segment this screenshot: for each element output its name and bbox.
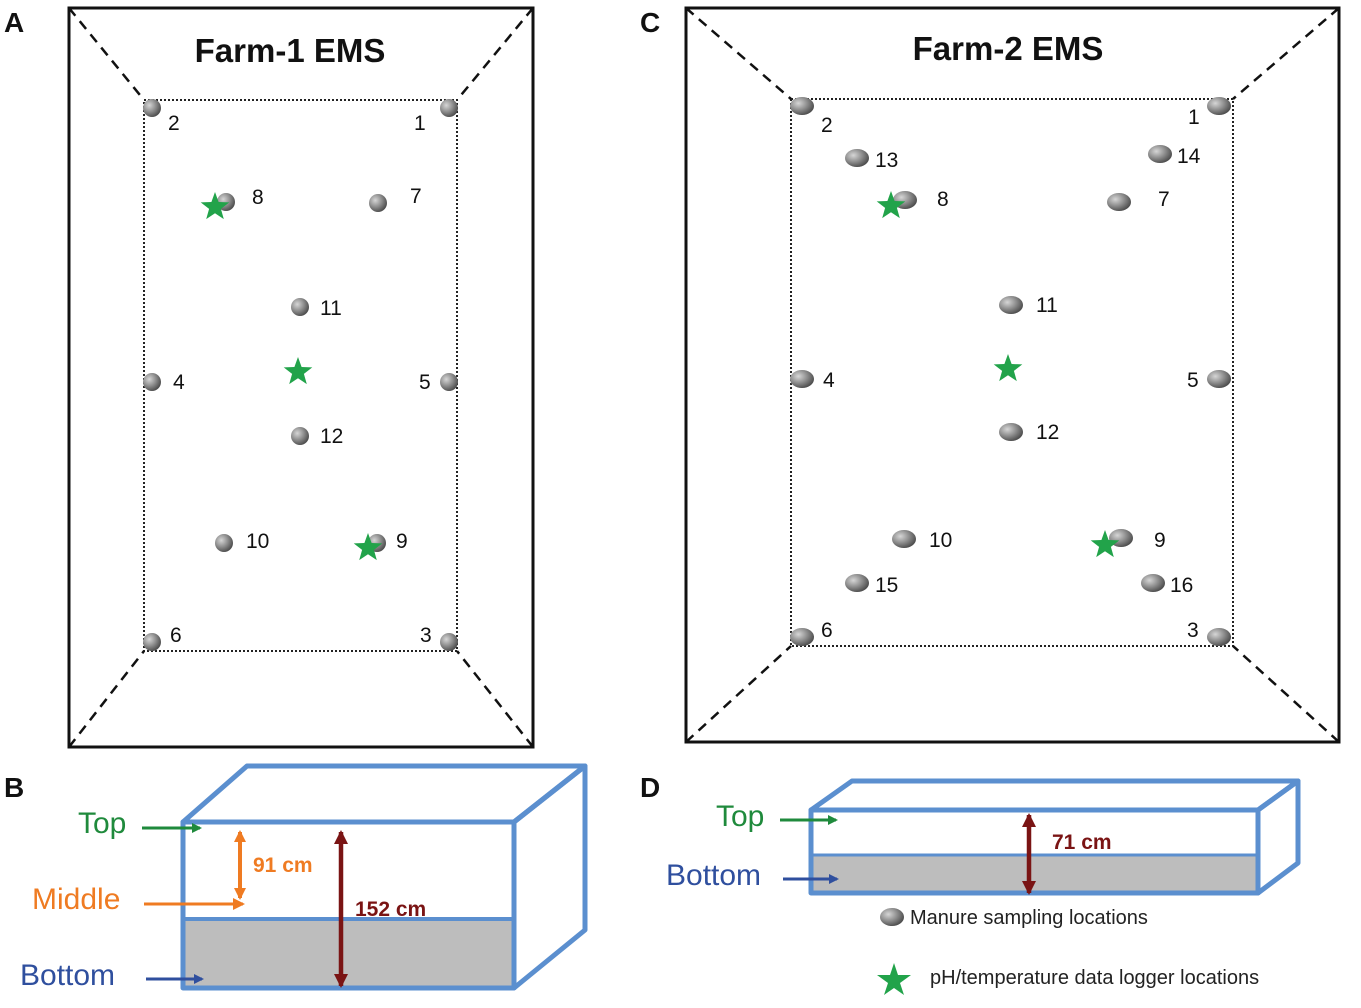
- sample-point-4-icon: [143, 373, 161, 391]
- sample-point-11-icon: [291, 298, 309, 316]
- sample-point-1-icon: [440, 99, 458, 117]
- sample-point-16-icon: [1141, 574, 1165, 592]
- panel-b-letter: B: [4, 772, 24, 803]
- panel-b-bottom-label: Bottom: [20, 959, 115, 992]
- sample-point-5-label: 5: [419, 371, 431, 394]
- sample-point-10-label: 10: [929, 529, 952, 552]
- sample-point-10-icon: [892, 530, 916, 548]
- sample-point-3-label: 3: [1187, 619, 1199, 642]
- panel-b-tank: [180, 763, 588, 991]
- legend-logger-label: pH/temperature data logger locations: [930, 967, 1259, 989]
- logger-star-2-icon: [283, 357, 313, 385]
- sample-point-15-label: 15: [875, 574, 898, 597]
- sample-point-9-label: 9: [396, 530, 408, 553]
- sample-point-10-label: 10: [246, 530, 269, 553]
- sample-point-7-icon: [369, 194, 387, 212]
- logger-star-3-icon: [1090, 530, 1120, 558]
- panel-a-corner-lines: [68, 7, 534, 748]
- sample-point-14-icon: [1148, 145, 1172, 163]
- panel-a-logger-stars: [200, 192, 383, 561]
- panel-c: C Farm-2 EMS 2 1 13 14 8 7 11 4 5 12 10 9 15 16 6 3: [640, 6, 1341, 744]
- sample-point-11-label: 11: [1036, 294, 1058, 317]
- sample-point-7-label: 7: [410, 185, 422, 208]
- legend: Manure sampling locations pH/temperature…: [877, 907, 1259, 995]
- logger-star-1-icon: [876, 191, 906, 219]
- panel-c-title: Farm-2 EMS: [913, 30, 1104, 67]
- sample-point-2-label: 2: [821, 114, 833, 137]
- panel-a-inner-frame: [143, 99, 458, 652]
- panel-c-logger-stars: [876, 191, 1120, 558]
- sample-point-1-label: 1: [414, 112, 426, 135]
- sample-point-1-icon: [1207, 97, 1231, 115]
- sample-point-5-icon: [440, 373, 458, 391]
- legend-manure-label: Manure sampling locations: [910, 907, 1148, 929]
- sample-point-8-label: 8: [937, 188, 949, 211]
- panel-a: A Farm-1 EMS 2 1 8 7 11 4 5 12 10 9 6 3: [4, 6, 535, 749]
- panel-d-total-depth-label: 71 cm: [1052, 831, 1112, 854]
- sample-point-12-label: 12: [1036, 421, 1059, 444]
- sample-point-12-icon: [291, 427, 309, 445]
- sample-point-6-label: 6: [170, 624, 182, 647]
- sample-point-1-label: 1: [1188, 106, 1200, 129]
- sample-point-6-icon: [790, 628, 814, 646]
- sample-point-5-icon: [1207, 370, 1231, 388]
- panel-d-bottom-label: Bottom: [666, 859, 761, 892]
- panel-a-title: Farm-1 EMS: [195, 32, 386, 69]
- sample-point-7-icon: [1107, 193, 1131, 211]
- legend-manure-dot-icon: [880, 908, 904, 926]
- panel-c-inner-frame: [790, 98, 1234, 647]
- sample-point-3-icon: [1207, 628, 1231, 646]
- panel-d: D Top Bottom 71 cm: [640, 772, 1301, 896]
- sample-point-15-icon: [845, 574, 869, 592]
- panel-a-sampling-points: 2 1 8 7 11 4 5 12 10 9 6 3: [143, 99, 458, 651]
- sample-point-13-label: 13: [875, 149, 898, 172]
- panel-c-outer-frame: [684, 6, 1341, 744]
- panel-b-manure-fill: [183, 919, 514, 988]
- panel-d-letter: D: [640, 772, 660, 803]
- panel-b: B Top Middle 91 cm Bottom 152 cm: [4, 763, 588, 992]
- sample-point-5-label: 5: [1187, 369, 1199, 392]
- sample-point-3-label: 3: [420, 624, 432, 647]
- panel-b-middle-depth-label: 91 cm: [253, 854, 313, 877]
- sample-point-3-icon: [440, 633, 458, 651]
- logger-star-3-icon: [353, 533, 383, 561]
- panel-b-top-label: Top: [78, 807, 126, 840]
- legend-logger-star-icon: [877, 963, 911, 995]
- logger-star-2-icon: [993, 354, 1023, 382]
- sample-point-11-icon: [999, 296, 1023, 314]
- sample-point-12-label: 12: [320, 425, 343, 448]
- sample-point-7-label: 7: [1158, 188, 1170, 211]
- panel-d-manure-fill: [811, 855, 1258, 893]
- logger-star-1-icon: [200, 192, 230, 220]
- sample-point-2-icon: [143, 99, 161, 117]
- sample-point-8-label: 8: [252, 186, 264, 209]
- panel-b-total-depth-label: 152 cm: [355, 898, 426, 921]
- panel-a-letter: A: [4, 7, 24, 38]
- sample-point-2-icon: [790, 97, 814, 115]
- sample-point-10-icon: [215, 534, 233, 552]
- panel-d-top-label: Top: [716, 800, 764, 833]
- sample-point-13-icon: [845, 149, 869, 167]
- panel-c-corner-lines: [685, 7, 1340, 743]
- sample-point-14-label: 14: [1177, 145, 1201, 168]
- panel-b-middle-label: Middle: [32, 883, 120, 916]
- panel-c-letter: C: [640, 7, 660, 38]
- sample-point-2-label: 2: [168, 112, 180, 135]
- sample-point-11-label: 11: [320, 297, 342, 320]
- sample-point-9-label: 9: [1154, 529, 1166, 552]
- sample-point-4-icon: [790, 370, 814, 388]
- panel-a-outer-frame: [67, 6, 535, 749]
- sample-point-12-icon: [999, 423, 1023, 441]
- sample-point-16-label: 16: [1170, 574, 1193, 597]
- panel-c-sampling-points: 2 1 13 14 8 7 11 4 5 12 10 9 15 16 6 3: [790, 97, 1231, 646]
- sample-point-4-label: 4: [823, 369, 835, 392]
- sample-point-4-label: 4: [173, 371, 185, 394]
- sample-point-6-label: 6: [821, 619, 833, 642]
- sample-point-6-icon: [143, 633, 161, 651]
